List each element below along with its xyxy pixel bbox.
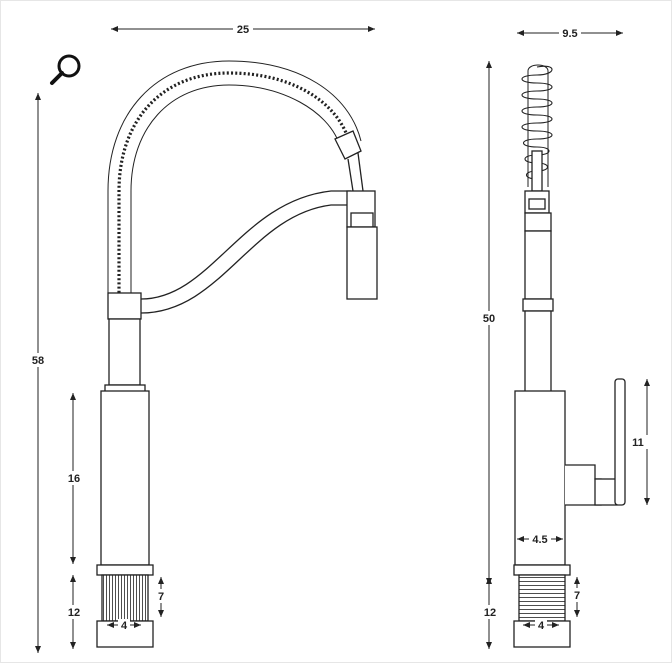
side-neck <box>524 230 552 300</box>
side-dimensions <box>486 30 650 649</box>
dim-side-thread-width: 4 <box>538 620 545 632</box>
dim-front-width: 25 <box>237 24 249 36</box>
side-base-thread <box>518 574 566 622</box>
dim-side-handle-height: 11 <box>632 437 644 449</box>
front-base-thread <box>101 574 149 622</box>
magnifier-icon <box>50 54 81 85</box>
dim-side-width: 9.5 <box>562 28 577 40</box>
dim-front-thread-height: 7 <box>158 591 164 603</box>
front-spring-coil <box>117 71 351 297</box>
front-coil-end <box>334 130 362 160</box>
dim-side-body-width: 4.5 <box>532 534 547 546</box>
front-base-ring <box>96 564 154 576</box>
side-dimension-labels: 9.5 50 11 4.5 12 7 4 <box>479 27 648 632</box>
dim-front-base-height: 12 <box>68 607 80 619</box>
side-view <box>513 64 626 648</box>
dim-side-thread-height: 7 <box>574 590 580 602</box>
dim-side-height: 50 <box>483 313 495 325</box>
dim-front-thread-width: 4 <box>121 620 128 632</box>
front-dimension-labels: 25 58 16 12 7 4 <box>29 23 253 632</box>
dim-front-height: 58 <box>32 355 44 367</box>
front-spout <box>140 190 351 314</box>
side-base-ring <box>513 564 571 576</box>
side-spray-head <box>524 212 552 232</box>
side-column <box>524 310 552 394</box>
front-column <box>108 318 141 386</box>
front-spray-head <box>346 226 378 300</box>
side-handle-lever <box>614 378 626 506</box>
side-spring-coil <box>521 65 553 180</box>
dim-front-body-height: 16 <box>68 473 80 485</box>
front-dimensions <box>35 26 375 653</box>
front-body <box>100 390 150 566</box>
zoom-button[interactable] <box>45 49 89 89</box>
front-view <box>96 60 378 648</box>
dim-side-base-height: 12 <box>484 607 496 619</box>
